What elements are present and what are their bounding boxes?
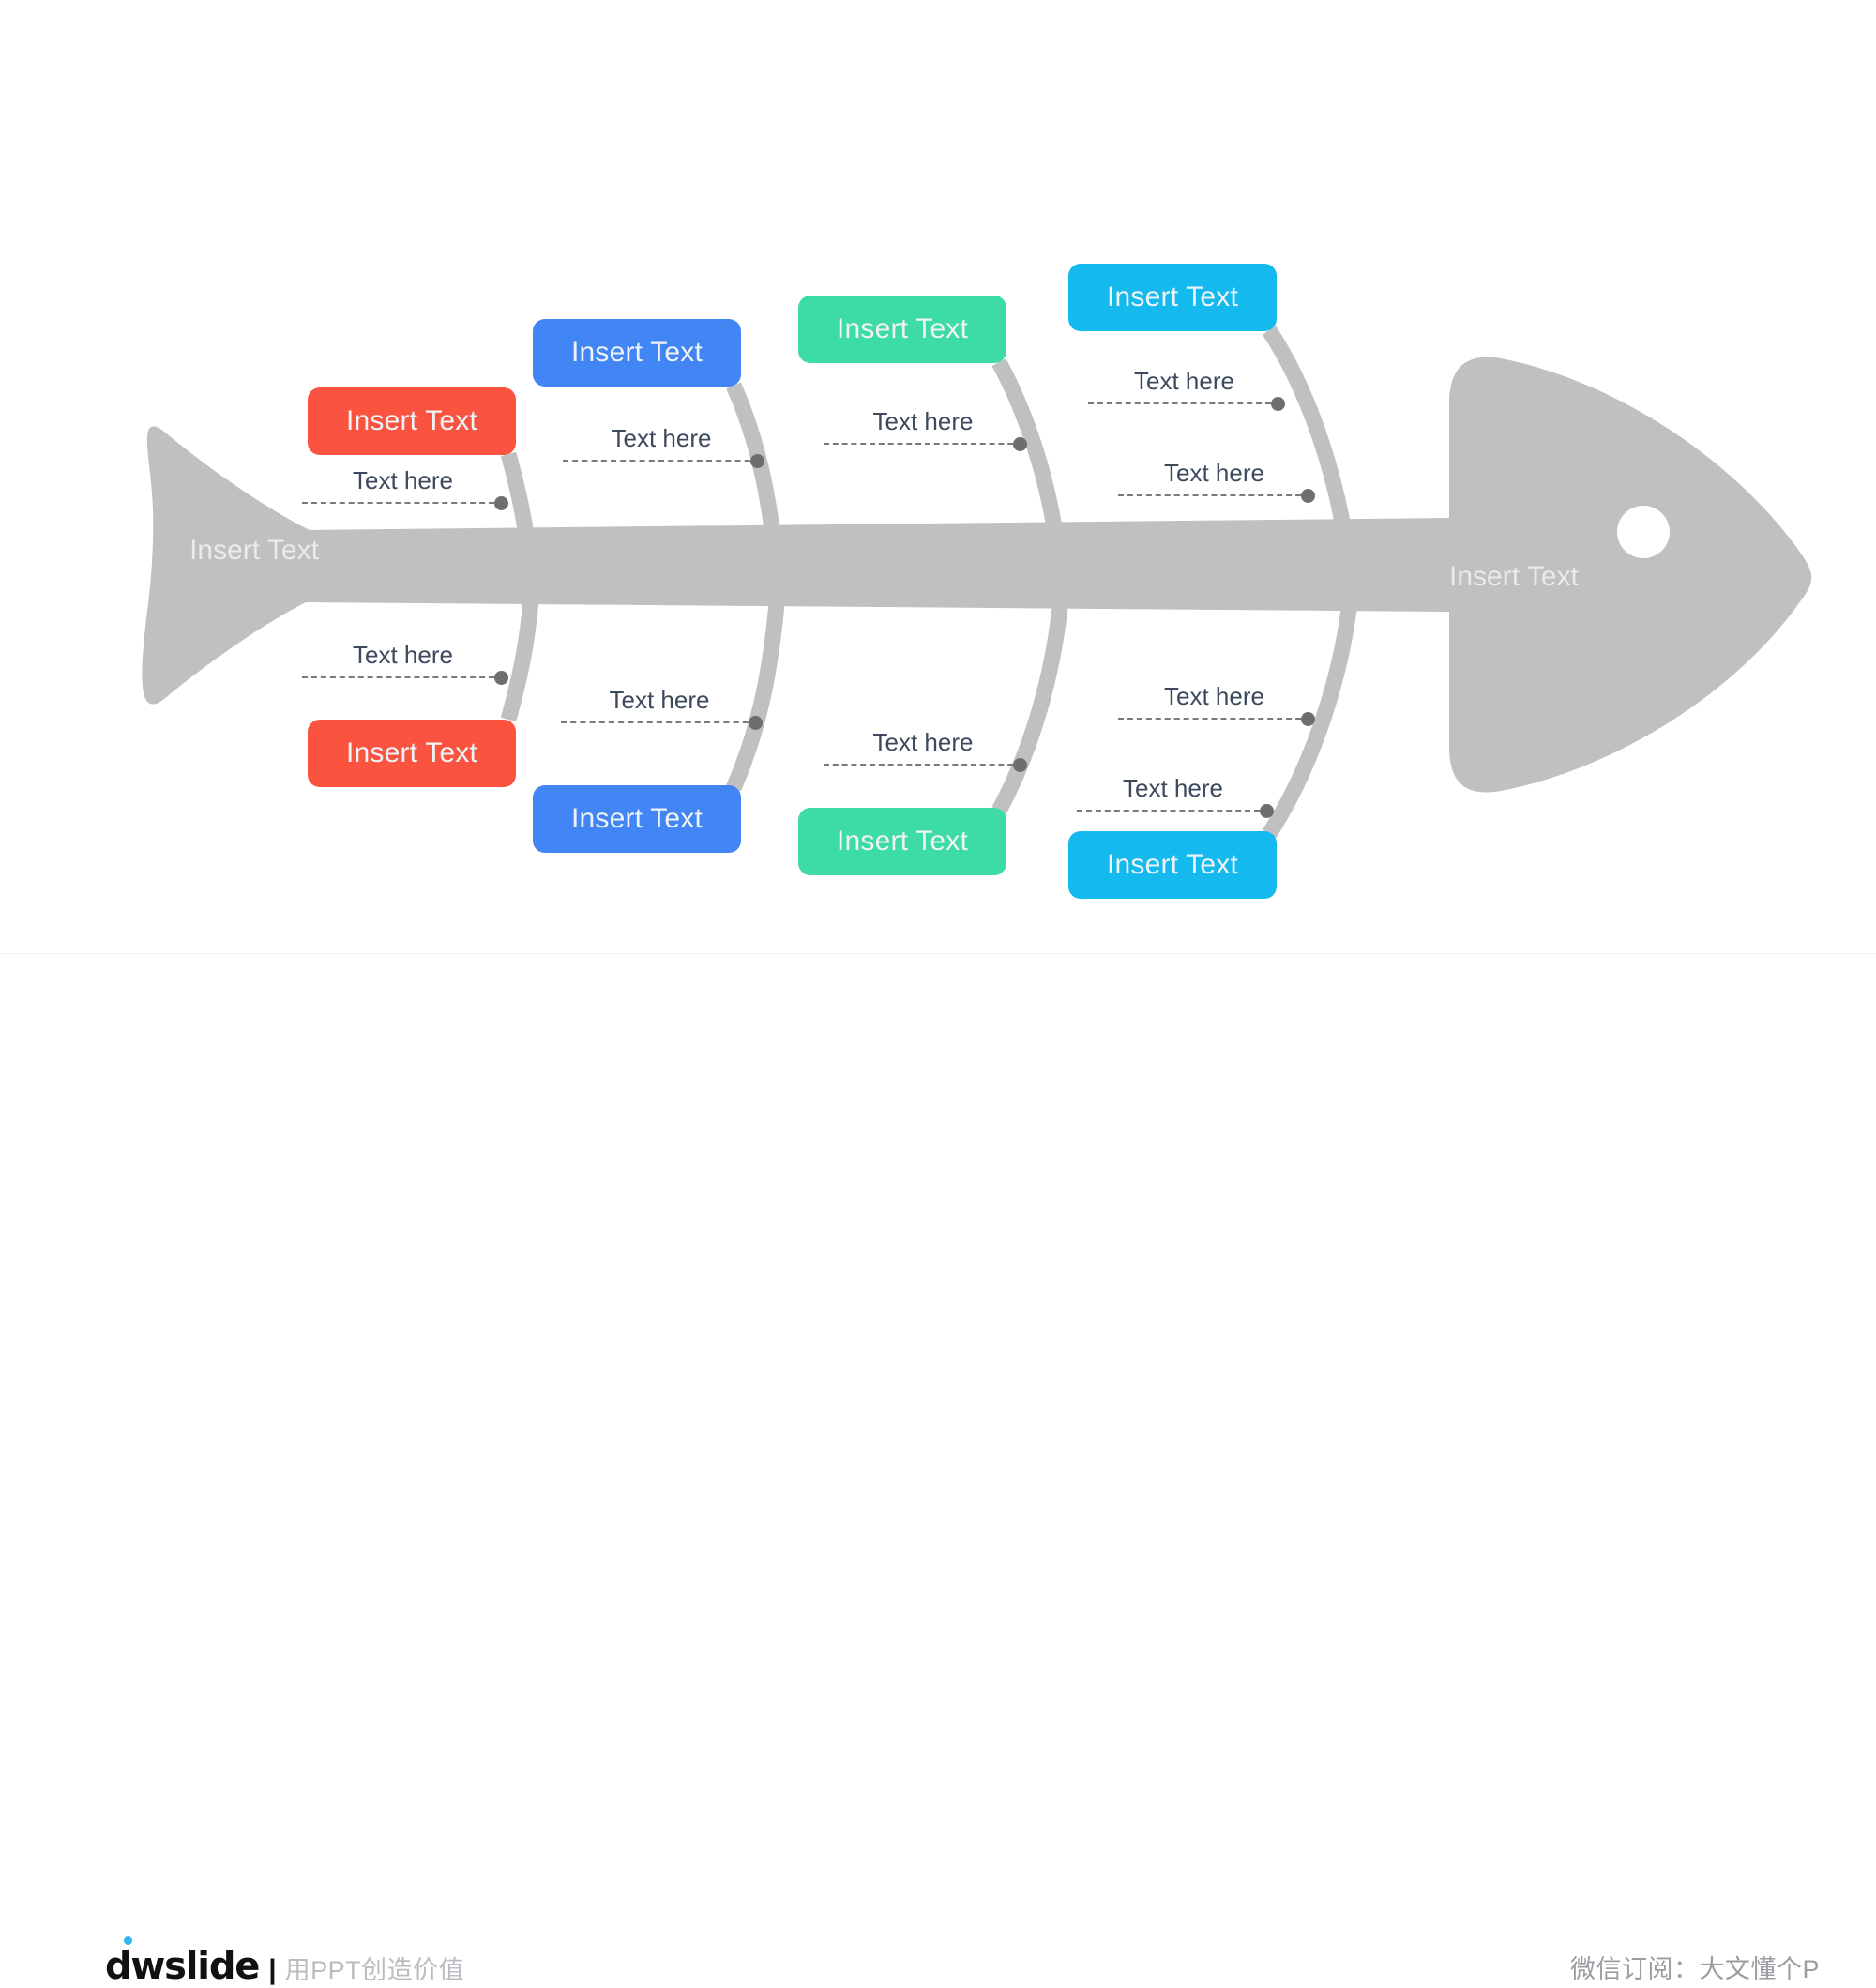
rib-2-top — [726, 382, 785, 571]
note-label: Text here — [872, 728, 974, 756]
fish-spine — [302, 518, 1449, 612]
note-4-top-1[interactable]: Text here — [1088, 360, 1285, 417]
note-endpoint-dot-icon — [1013, 758, 1027, 772]
note-leader-line — [1118, 494, 1310, 496]
note-endpoint-dot-icon — [1301, 489, 1315, 503]
rib-1-bottom — [500, 599, 539, 722]
category-box-1-bottom[interactable]: Insert Text — [308, 720, 516, 787]
fish-head-caption: Insert Text — [1449, 561, 1579, 592]
note-4-bottom-1[interactable]: Text here — [1118, 675, 1315, 732]
footer-bar: dwslide | 用PPT创造价值 微信订阅：大文懂个P — [0, 953, 1876, 1988]
category-box-4-top[interactable]: Insert Text — [1068, 264, 1277, 331]
note-leader-line — [824, 443, 1022, 445]
footer-subscribe-text: 微信订阅：大文懂个P — [1569, 1955, 1820, 1983]
note-label: Text here — [1164, 459, 1264, 487]
note-leader-line — [302, 676, 504, 678]
fish-eye-icon — [1617, 506, 1670, 558]
note-label: Text here — [1164, 682, 1264, 710]
note-2-top-1[interactable]: Text here — [563, 417, 764, 474]
note-label: Text here — [1134, 367, 1234, 395]
rib-1-top — [500, 451, 539, 575]
note-endpoint-dot-icon — [1271, 397, 1285, 411]
note-3-top-1[interactable]: Text here — [824, 401, 1027, 457]
note-label: Text here — [609, 686, 710, 714]
category-box-3-top[interactable]: Insert Text — [798, 296, 1006, 363]
brand-dot-icon — [124, 1936, 132, 1945]
note-leader-line — [563, 460, 760, 462]
brand-name: dwslide — [105, 1945, 260, 1988]
note-leader-line — [1118, 718, 1310, 720]
note-endpoint-dot-icon — [494, 671, 508, 685]
note-4-top-2[interactable]: Text here — [1118, 452, 1315, 508]
fish-head-shape — [1449, 357, 1812, 793]
note-leader-line — [302, 502, 504, 504]
rib-2-bottom — [726, 603, 785, 792]
category-box-2-top[interactable]: Insert Text — [533, 319, 741, 387]
footer-brand-group: dwslide | 用PPT创造价值 — [105, 1936, 465, 1988]
note-1-top-1[interactable]: Text here — [302, 460, 508, 516]
fish-tail-caption: Insert Text — [189, 535, 319, 566]
note-endpoint-dot-icon — [1301, 712, 1315, 726]
note-4-bottom-2[interactable]: Text here — [1077, 767, 1274, 824]
brand-logo: dwslide — [105, 1936, 260, 1988]
note-2-bottom-1[interactable]: Text here — [561, 679, 763, 736]
rib-4-bottom — [1262, 608, 1357, 839]
note-label: Text here — [353, 466, 453, 494]
note-leader-line — [824, 764, 1022, 766]
note-endpoint-dot-icon — [750, 454, 764, 468]
note-1-bottom-1[interactable]: Text here — [302, 634, 508, 690]
note-leader-line — [561, 721, 758, 723]
category-box-4-bottom[interactable]: Insert Text — [1068, 831, 1277, 899]
brand-separator: | — [268, 1954, 277, 1985]
fish-tail-shape — [142, 426, 310, 705]
category-box-3-bottom[interactable]: Insert Text — [798, 808, 1006, 875]
note-label: Text here — [872, 407, 974, 435]
note-endpoint-dot-icon — [494, 496, 508, 510]
note-label: Text here — [1123, 774, 1223, 802]
category-box-2-bottom[interactable]: Insert Text — [533, 785, 741, 853]
rib-3-top — [991, 357, 1068, 568]
note-endpoint-dot-icon — [1260, 804, 1274, 818]
note-label: Text here — [611, 424, 712, 452]
brand-tagline: 用PPT创造价值 — [284, 1956, 465, 1984]
note-3-bottom-1[interactable]: Text here — [824, 721, 1027, 778]
category-box-1-top[interactable]: Insert Text — [308, 387, 516, 455]
rib-4-top — [1262, 326, 1357, 565]
note-endpoint-dot-icon — [749, 716, 763, 730]
note-endpoint-dot-icon — [1013, 437, 1027, 451]
slide-canvas: Insert Text Insert Text Insert Text Inse… — [0, 264, 1876, 1988]
note-leader-line — [1088, 402, 1280, 404]
fishbone-skeleton — [142, 326, 1812, 839]
note-label: Text here — [353, 641, 453, 669]
rib-3-bottom — [991, 607, 1068, 815]
note-leader-line — [1077, 810, 1269, 812]
